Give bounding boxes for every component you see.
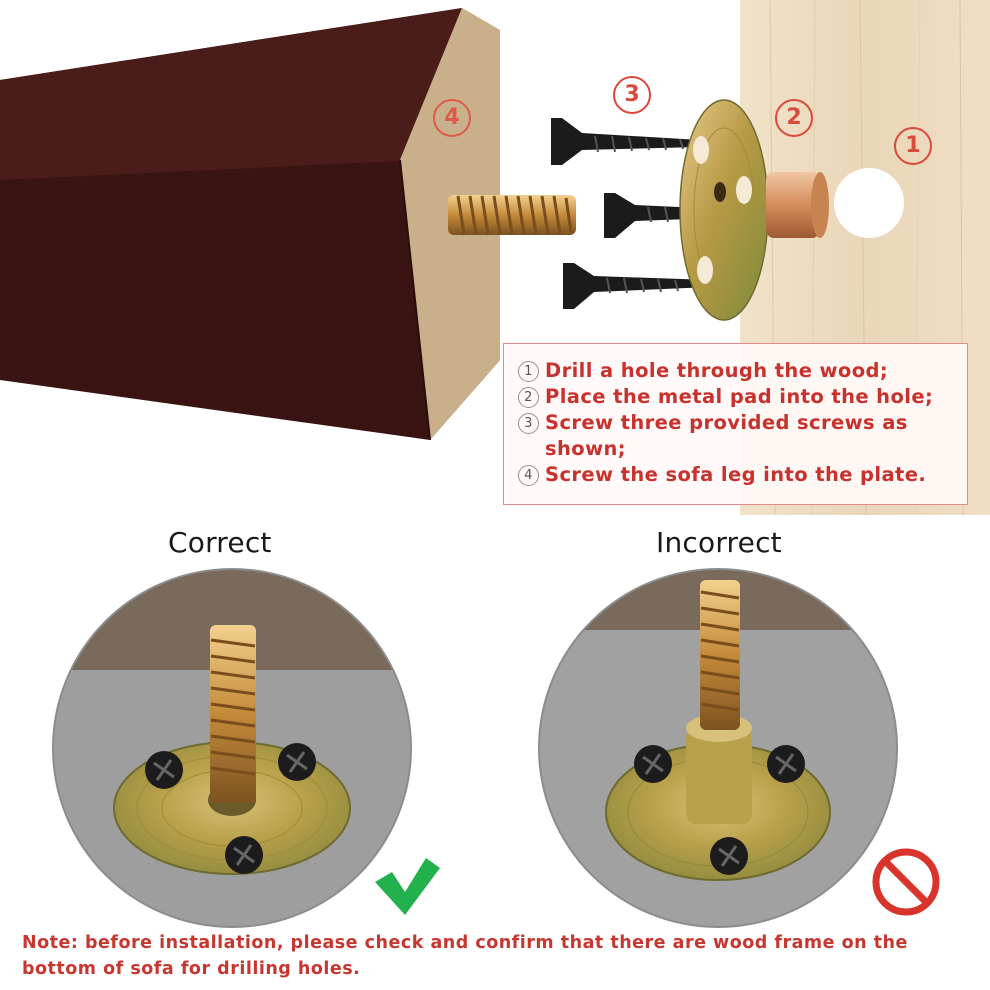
installation-illustration <box>0 0 990 516</box>
hanger-bolt-graphic <box>448 195 576 235</box>
incorrect-installation-photo <box>538 568 898 928</box>
drilled-hole-graphic <box>834 168 904 238</box>
instruction-text: Screw the sofa leg into the plate. <box>545 463 927 486</box>
checkmark-icon <box>375 858 440 915</box>
mounting-plate-graphic <box>679 99 829 321</box>
instruction-item: 2 Place the metal pad into the hole; <box>518 384 953 410</box>
installation-note: Note: before installation, please check … <box>22 933 908 979</box>
instructions-box: 1 Drill a hole through the wood; 2 Place… <box>503 343 968 505</box>
instruction-text: Place the metal pad into the hole; <box>545 385 934 408</box>
comparison-illustrations <box>52 568 940 928</box>
instruction-item: 1 Drill a hole through the wood; <box>518 358 953 384</box>
incorrect-heading: Incorrect <box>656 526 782 559</box>
instruction-number: 3 <box>518 413 539 434</box>
sofa-leg-graphic <box>0 8 500 441</box>
step-marker-leg: 4 <box>433 99 471 137</box>
instruction-number: 1 <box>518 361 539 382</box>
instruction-number: 2 <box>518 387 539 408</box>
correct-heading: Correct <box>168 526 272 559</box>
screw-graphic <box>551 118 700 165</box>
step-marker-plate: 2 <box>775 99 813 137</box>
step-marker-hole: 1 <box>894 127 932 165</box>
correct-installation-photo <box>52 568 412 928</box>
prohibited-icon <box>872 848 940 916</box>
instruction-text: Drill a hole through the wood; <box>545 359 889 382</box>
instruction-text: Screw three provided screws as shown; <box>545 411 908 460</box>
instruction-item: 3 Screw three provided screws as shown; <box>518 410 953 462</box>
instruction-item: 4 Screw the sofa leg into the plate. <box>518 462 953 488</box>
instruction-number: 4 <box>518 465 539 486</box>
step-marker-screws: 3 <box>613 76 651 114</box>
